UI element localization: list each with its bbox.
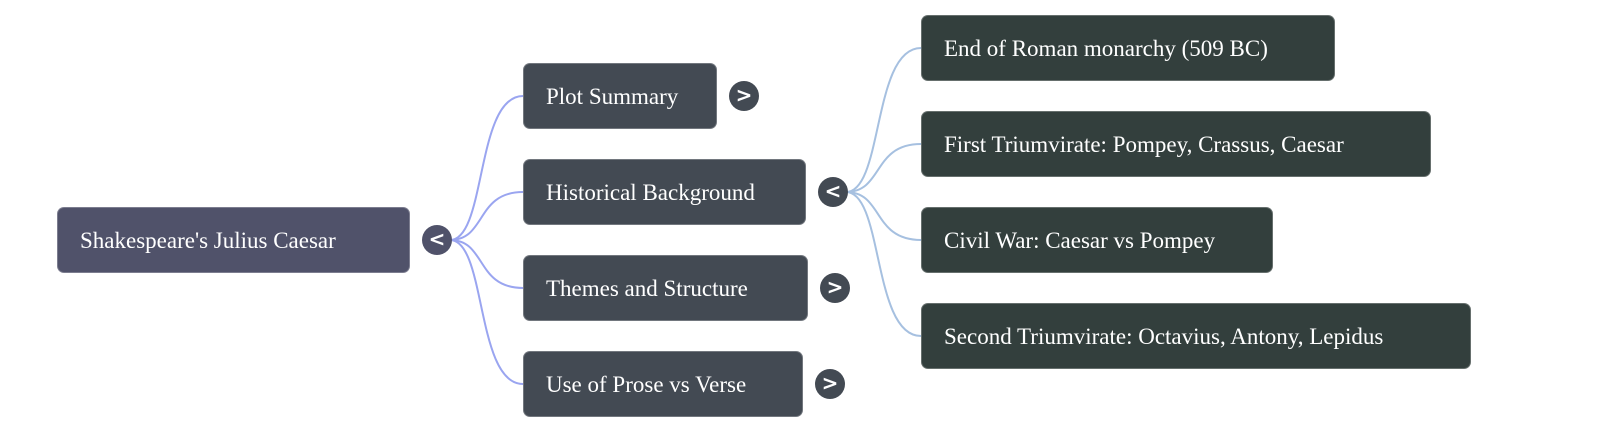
chevron-right-icon: > <box>826 275 844 299</box>
node-second-triumvirate[interactable]: Second Triumvirate: Octavius, Antony, Le… <box>921 303 1471 369</box>
connector-historical-civil-war <box>845 191 922 241</box>
collapse-toggle-historical-background[interactable]: < <box>818 177 848 207</box>
chevron-right-icon: > <box>735 83 753 107</box>
connector-historical-second-triumvirate <box>845 191 922 337</box>
node-label: First Triumvirate: Pompey, Crassus, Caes… <box>944 132 1344 157</box>
node-label: Plot Summary <box>546 84 679 109</box>
node-label: Use of Prose vs Verse <box>546 372 747 397</box>
node-label: Civil War: Caesar vs Pompey <box>944 228 1216 253</box>
connector-root-prose-vs-verse <box>449 239 524 385</box>
node-plot-summary[interactable]: Plot Summary <box>523 63 717 129</box>
chevron-right-icon: > <box>821 371 839 395</box>
expand-toggle-plot-summary[interactable]: > <box>729 81 759 111</box>
connector-root-historical-background <box>449 191 524 241</box>
root-node[interactable]: Shakespeare's Julius Caesar <box>57 207 410 273</box>
node-roman-monarchy[interactable]: End of Roman monarchy (509 BC) <box>921 15 1335 81</box>
root-node-label: Shakespeare's Julius Caesar <box>80 228 336 253</box>
collapse-toggle-root[interactable]: < <box>422 225 452 255</box>
node-themes-and-structure[interactable]: Themes and Structure <box>523 255 808 321</box>
expand-toggle-themes-and-structure[interactable]: > <box>820 273 850 303</box>
connector-historical-first-triumvirate <box>845 143 922 193</box>
chevron-left-icon: < <box>824 179 842 203</box>
connector-historical-roman-monarchy <box>845 47 922 193</box>
node-prose-vs-verse[interactable]: Use of Prose vs Verse <box>523 351 803 417</box>
node-civil-war[interactable]: Civil War: Caesar vs Pompey <box>921 207 1273 273</box>
connector-root-plot-summary <box>449 95 524 241</box>
node-label: Historical Background <box>546 180 755 205</box>
chevron-left-icon: < <box>428 227 446 251</box>
node-historical-background[interactable]: Historical Background <box>523 159 806 225</box>
node-label: End of Roman monarchy (509 BC) <box>944 36 1268 61</box>
node-first-triumvirate[interactable]: First Triumvirate: Pompey, Crassus, Caes… <box>921 111 1431 177</box>
expand-toggle-prose-vs-verse[interactable]: > <box>815 369 845 399</box>
node-label: Themes and Structure <box>546 276 748 301</box>
node-label: Second Triumvirate: Octavius, Antony, Le… <box>944 324 1384 349</box>
connector-root-themes-and-structure <box>449 239 524 289</box>
